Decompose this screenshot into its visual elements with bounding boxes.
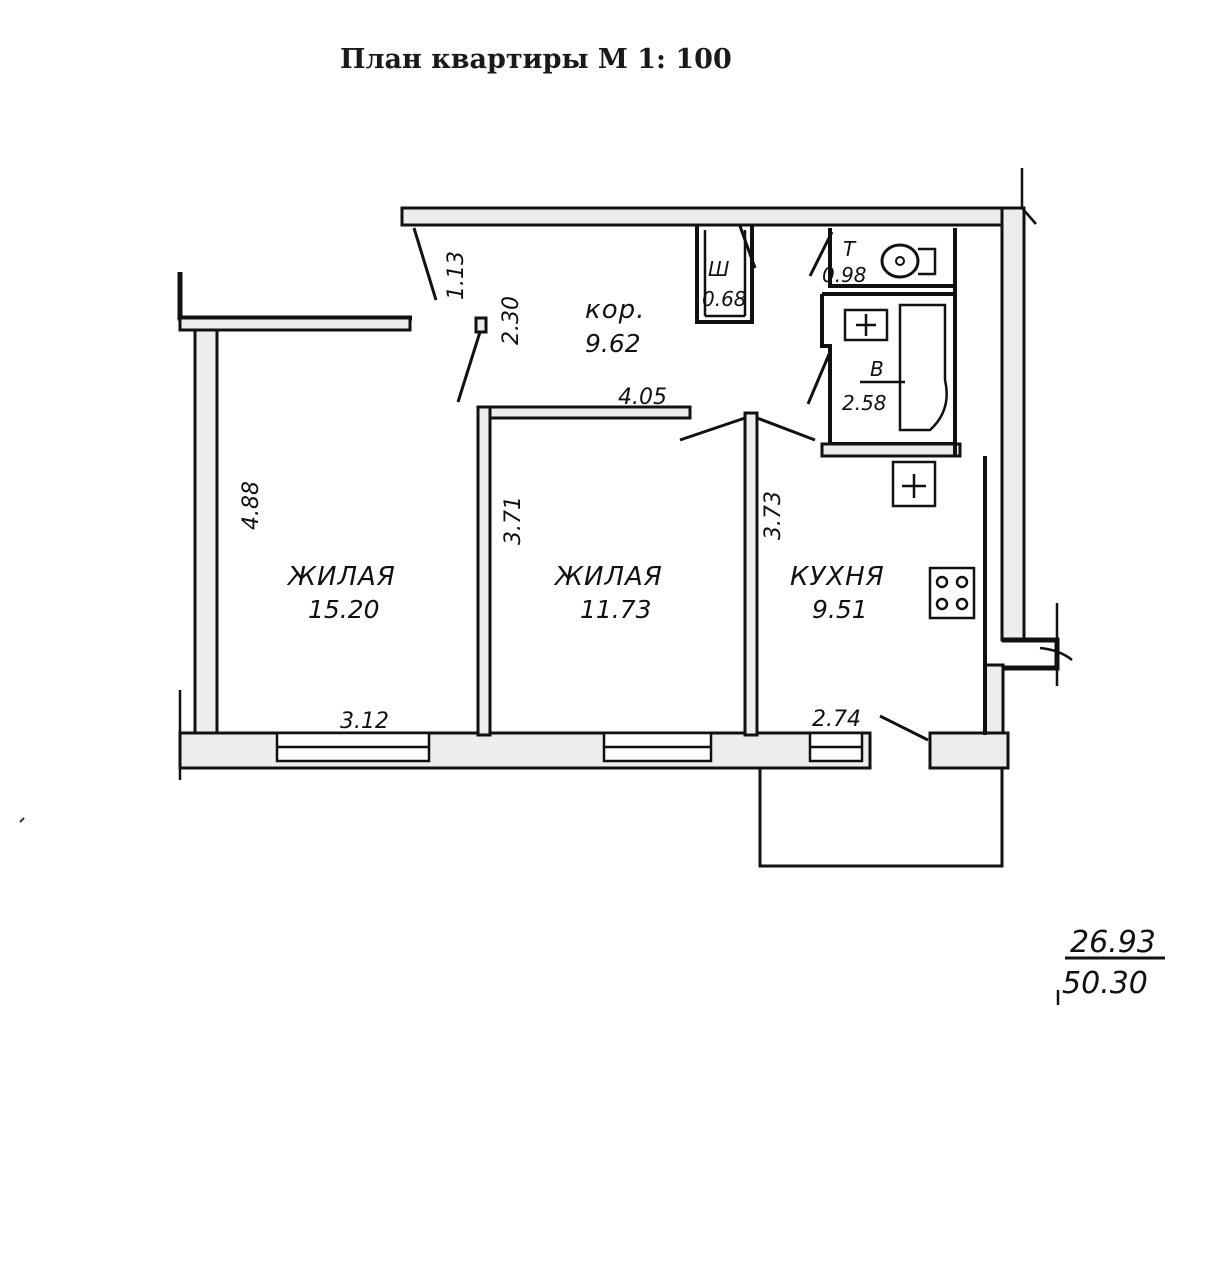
kitchen-sink-fixture [891,460,937,508]
exterior-walls [177,168,1073,780]
living-room-1-name: ЖИЛАЯ [286,562,396,592]
closet-area: 0.68 [702,287,747,311]
corridor-width-dim: 4.05 [618,385,667,410]
stove-fixture [928,566,976,620]
closet-name: Ш [708,257,729,281]
doors [412,225,929,742]
toilet-name: Т [843,237,857,261]
bathtub-fixture [898,303,948,432]
bathroom-area: 2.58 [842,391,887,415]
living-room-1-width-dim: 3.12 [340,709,389,734]
total-area: 50.30 [1062,966,1148,1001]
kitchen-depth-dim: 3.73 [761,491,786,540]
living-room-2-name: ЖИЛАЯ [553,562,663,592]
bathroom-sink-fixture [843,308,889,342]
toilet-area: 0.98 [822,263,867,287]
dimension-labels: 4.88 3.12 3.71 4.05 3.73 2.74 2.30 1.13 [239,251,861,734]
interior-walls [474,224,987,737]
living-room-1-depth-dim: 4.88 [239,481,264,530]
corridor-name: кор. [585,295,645,325]
toilet-fixture [880,243,937,279]
kitchen-area: 9.51 [812,595,868,624]
living-room-1-area: 15.20 [308,595,380,624]
kitchen-width-dim: 2.74 [812,707,861,732]
area-totals: 26.93 50.30 [1056,925,1165,1005]
balcony [758,768,1004,868]
corridor-depth-dim: 2.30 [499,296,524,345]
plan-title: План квартиры М 1: 100 [340,44,732,75]
fixtures [843,243,976,620]
living-room-2-depth-dim: 3.71 [501,496,526,545]
bathroom-name: В [870,357,884,381]
living-area-total: 26.93 [1070,925,1156,960]
living-room-2-area: 11.73 [580,595,652,624]
entrance-width-dim: 1.13 [444,251,469,300]
corridor-area: 9.62 [585,329,641,358]
room-labels: ЖИЛАЯ 15.20 ЖИЛАЯ 11.73 КУХНЯ 9.51 кор. … [286,237,905,624]
kitchen-name: КУХНЯ [790,562,885,592]
